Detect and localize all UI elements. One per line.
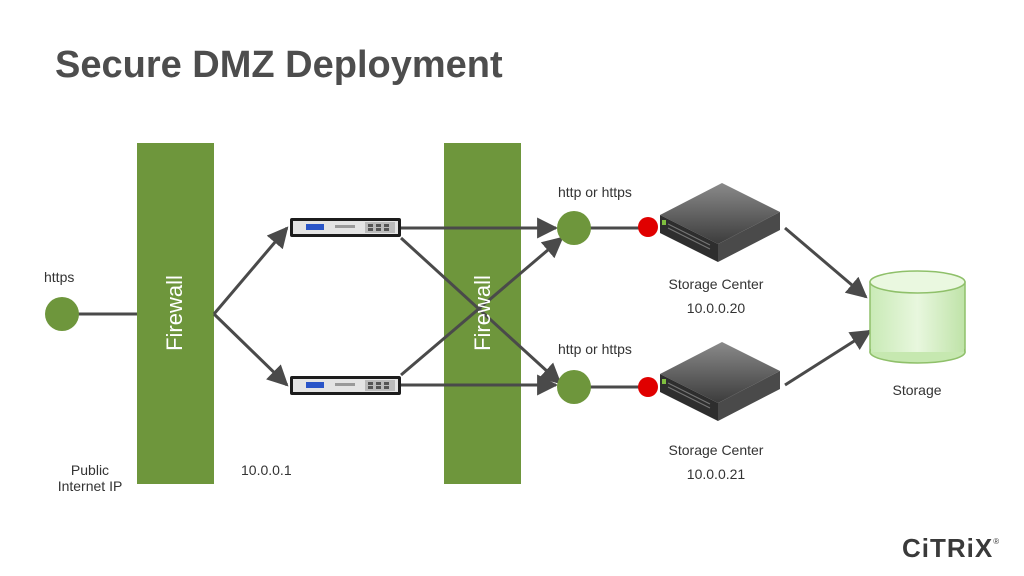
firewall-left-label: Firewall [162, 275, 187, 351]
storage-center-server-bottom [660, 342, 780, 421]
internet-node [45, 297, 79, 331]
storage-center-top-label: Storage Center [668, 276, 764, 292]
https-label: https [44, 269, 75, 285]
arrow-server-bottom-to-storage [784, 329, 872, 387]
citrix-logo-mark: ® [993, 537, 1001, 546]
firewall-right-label: Firewall [470, 275, 495, 351]
citrix-logo-text: CiTRiX [902, 533, 994, 563]
arrow-to-appliance-top [212, 226, 289, 315]
storage-label: Storage [892, 382, 942, 398]
storage-center-bottom-label: Storage Center [668, 442, 764, 458]
storage-center-bottom-ip: 10.0.0.21 [686, 466, 746, 482]
netscaler-appliance-top [290, 218, 401, 237]
storage-center-top-ip: 10.0.0.20 [686, 300, 746, 316]
connector-bottom [638, 377, 658, 397]
http-top-label: http or https [558, 184, 632, 200]
connector-top [638, 217, 658, 237]
arrow-to-appliance-bottom [212, 312, 289, 387]
public-ip-label: Public Internet IP [57, 462, 123, 494]
storage-cylinder [869, 270, 966, 364]
arrow-bottom-to-node-top [400, 236, 564, 377]
storage-center-server-top [660, 183, 780, 262]
slide-title: Secure DMZ Deployment [55, 44, 503, 86]
http-node-bottom [557, 370, 591, 404]
firewall-left-bar [137, 143, 214, 484]
arrow-server-top-to-storage [784, 226, 868, 299]
http-node-top [557, 211, 591, 245]
citrix-logo: CiTRiX® [902, 533, 1000, 564]
netscaler-appliance-bottom [290, 376, 401, 395]
http-bottom-label: http or https [558, 341, 632, 357]
internal-ip-label: 10.0.0.1 [241, 462, 292, 478]
arrow-top-to-node-bottom [399, 236, 562, 385]
